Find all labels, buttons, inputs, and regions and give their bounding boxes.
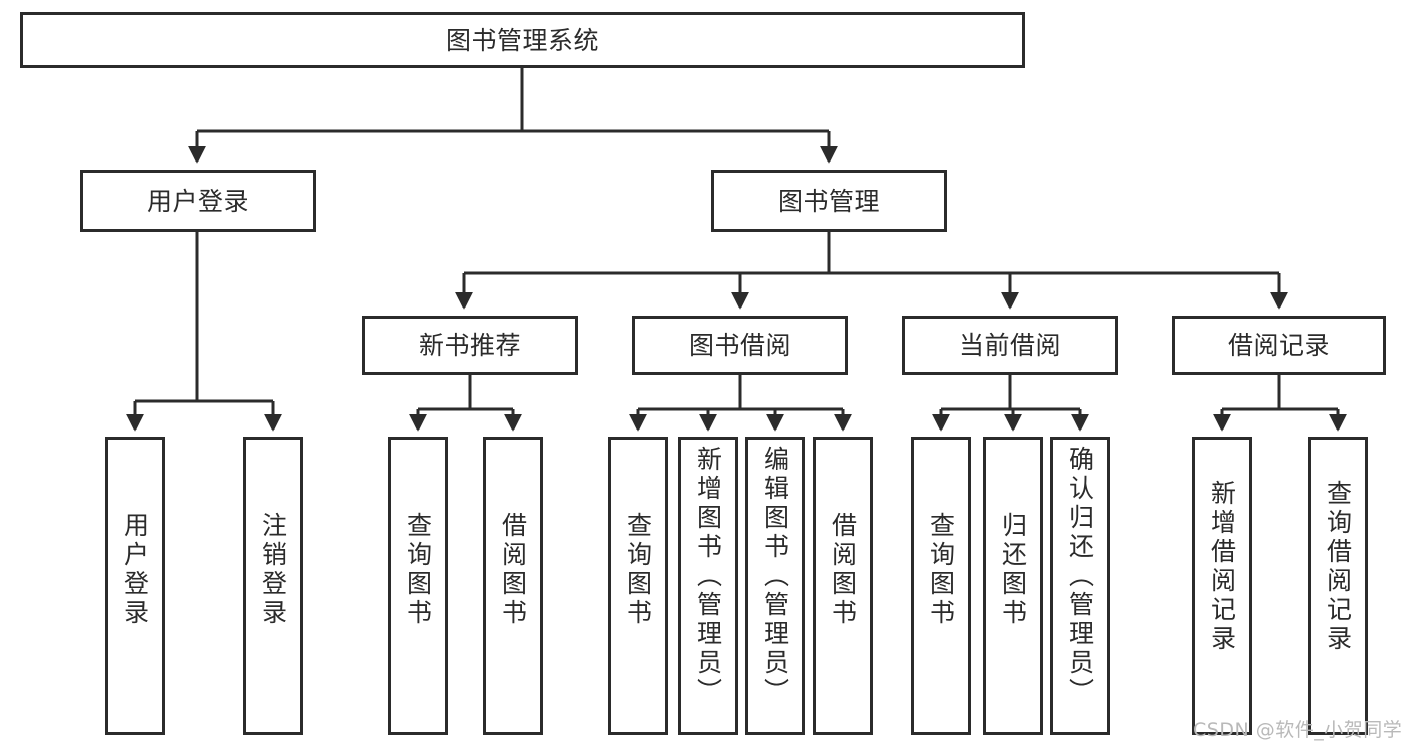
node-leaf-borrow-book-recommend-label: 借阅图书 <box>498 512 528 628</box>
node-borrow-record-label: 借阅记录 <box>1227 331 1330 360</box>
node-root-label: 图书管理系统 <box>445 25 599 55</box>
node-new-book-recommend[interactable]: 新书推荐 <box>362 316 578 375</box>
watermark: CSDN @软件_小贺同学 <box>1193 719 1403 741</box>
node-leaf-edit-book-admin-label: 编辑图书（管理员） <box>760 446 790 707</box>
node-leaf-return-book[interactable]: 归还图书 <box>983 437 1043 735</box>
node-leaf-confirm-return-admin[interactable]: 确认归还（管理员） <box>1050 437 1110 735</box>
node-current-borrow[interactable]: 当前借阅 <box>902 316 1118 375</box>
node-leaf-add-book-admin[interactable]: 新增图书（管理员） <box>678 437 738 735</box>
node-book-borrow[interactable]: 图书借阅 <box>632 316 848 375</box>
node-borrow-record[interactable]: 借阅记录 <box>1172 316 1386 375</box>
node-book-management[interactable]: 图书管理 <box>711 170 947 232</box>
node-leaf-query-borrow-record[interactable]: 查询借阅记录 <box>1308 437 1368 735</box>
node-user-login[interactable]: 用户登录 <box>80 170 316 232</box>
node-new-book-recommend-label: 新书推荐 <box>418 331 521 360</box>
node-leaf-query-book-recommend[interactable]: 查询图书 <box>388 437 448 735</box>
node-leaf-return-book-label: 归还图书 <box>998 512 1028 628</box>
node-root[interactable]: 图书管理系统 <box>20 12 1025 68</box>
node-leaf-query-book-borrow[interactable]: 查询图书 <box>608 437 668 735</box>
node-leaf-user-logout[interactable]: 注销登录 <box>243 437 303 735</box>
node-leaf-user-login-label: 用户登录 <box>120 512 150 628</box>
node-leaf-user-logout-label: 注销登录 <box>258 512 288 628</box>
node-leaf-edit-book-admin[interactable]: 编辑图书（管理员） <box>745 437 805 735</box>
node-book-borrow-label: 图书借阅 <box>688 331 791 360</box>
node-leaf-query-book-recommend-label: 查询图书 <box>403 512 433 628</box>
node-leaf-query-book-borrow-label: 查询图书 <box>623 512 653 628</box>
node-leaf-query-borrow-record-label: 查询借阅记录 <box>1323 480 1353 654</box>
node-leaf-borrow-book[interactable]: 借阅图书 <box>813 437 873 735</box>
node-leaf-borrow-book-label: 借阅图书 <box>828 512 858 628</box>
node-leaf-query-book-current[interactable]: 查询图书 <box>911 437 971 735</box>
node-leaf-query-book-current-label: 查询图书 <box>926 512 956 628</box>
node-leaf-add-book-admin-label: 新增图书（管理员） <box>693 446 723 707</box>
node-leaf-user-login[interactable]: 用户登录 <box>105 437 165 735</box>
node-user-login-label: 用户登录 <box>146 186 249 216</box>
node-current-borrow-label: 当前借阅 <box>958 331 1061 360</box>
node-leaf-add-borrow-record-label: 新增借阅记录 <box>1207 480 1237 654</box>
node-leaf-add-borrow-record[interactable]: 新增借阅记录 <box>1192 437 1252 735</box>
node-leaf-confirm-return-admin-label: 确认归还（管理员） <box>1065 446 1095 707</box>
node-book-management-label: 图书管理 <box>777 186 880 216</box>
node-leaf-borrow-book-recommend[interactable]: 借阅图书 <box>483 437 543 735</box>
